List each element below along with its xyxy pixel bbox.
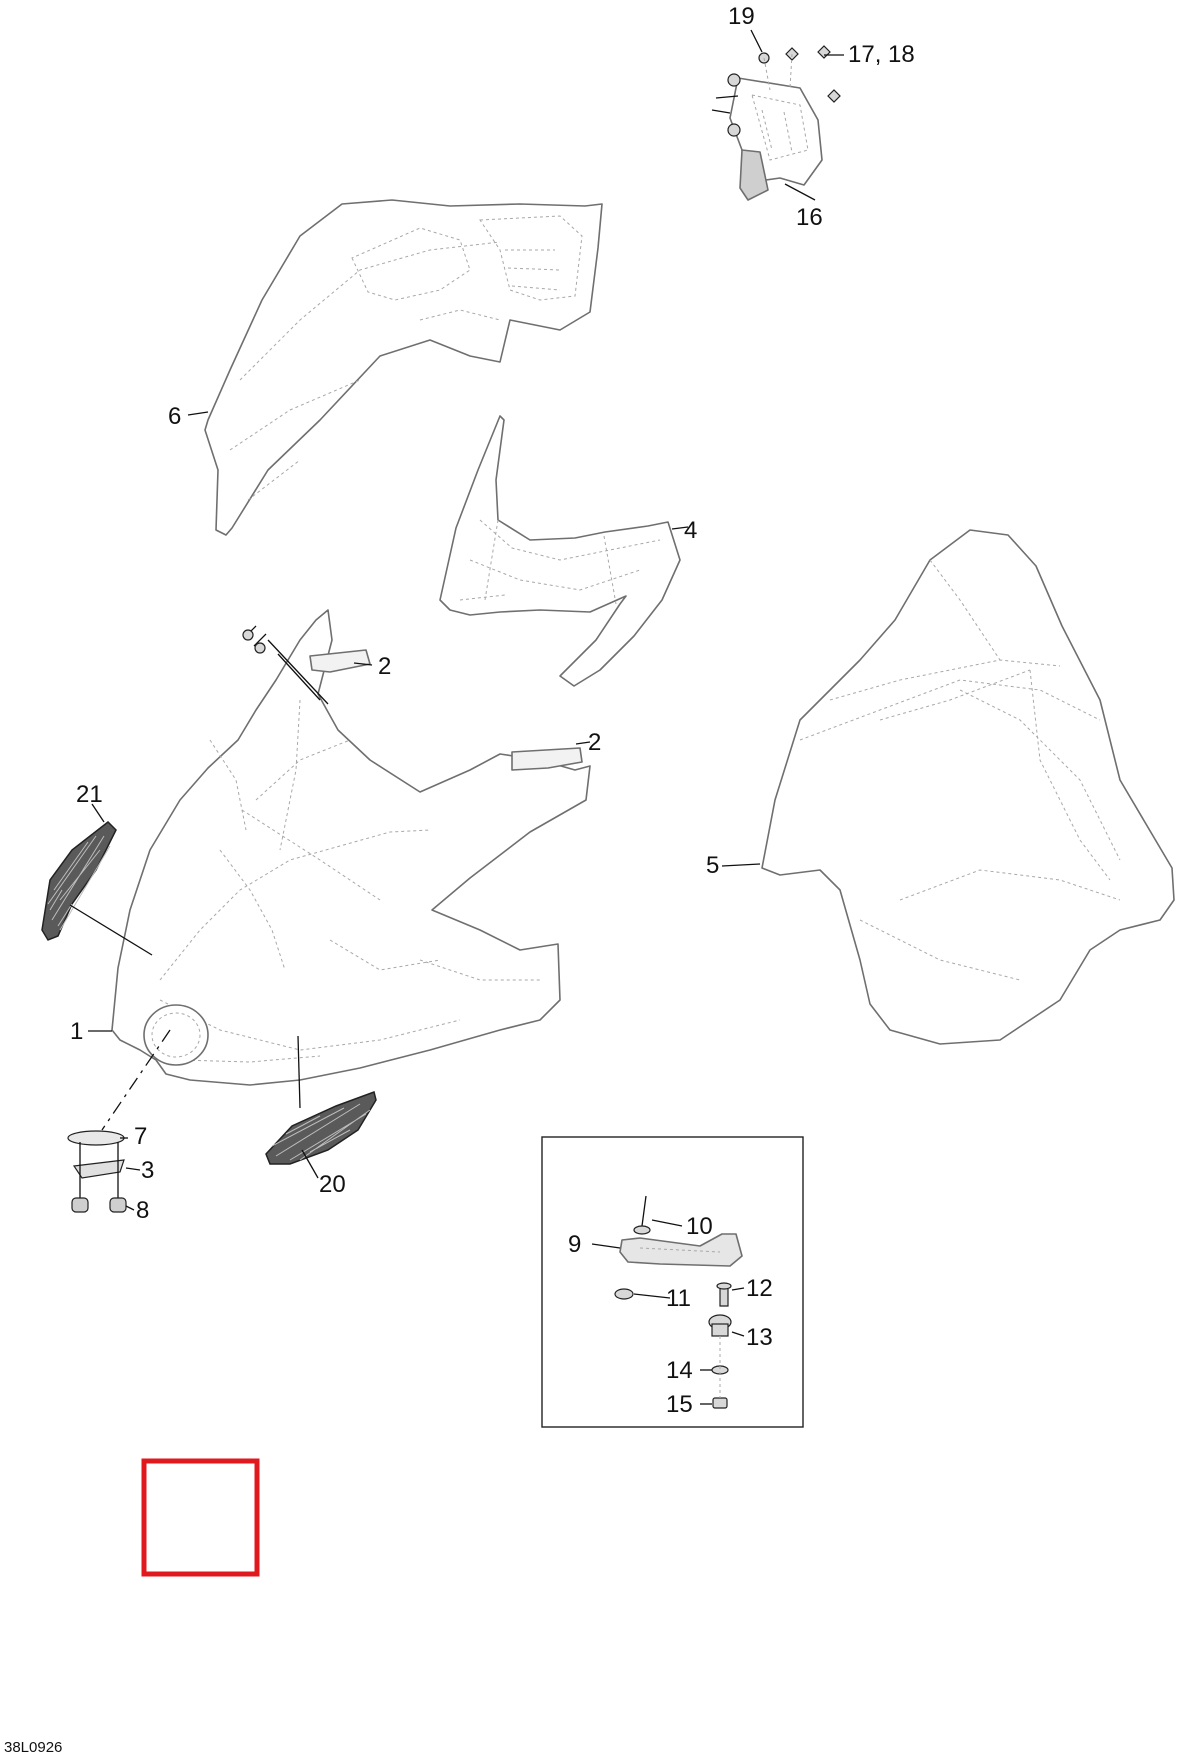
inset-hardware-part <box>614 1195 743 1409</box>
callout-2-lower: 2 <box>588 729 601 756</box>
callout-2-upper: 2 <box>378 653 391 680</box>
nose-cone-part <box>111 609 591 1086</box>
upper-hood-part <box>204 199 603 536</box>
highlight-square <box>141 1458 260 1577</box>
callout-10: 10 <box>686 1213 713 1240</box>
callout-19: 19 <box>728 3 755 30</box>
left-grille-part <box>41 821 117 941</box>
callout-7: 7 <box>134 1123 147 1150</box>
side-panel-part <box>761 529 1175 1045</box>
callout-3: 3 <box>141 1157 154 1184</box>
callout-8: 8 <box>136 1197 149 1224</box>
callout-17-18: 17, 18 <box>848 41 915 68</box>
drawing-code: 38L0926 <box>4 1739 62 1756</box>
light-assembly-part <box>711 45 841 201</box>
callout-16: 16 <box>796 204 823 231</box>
cap-plate-nuts-part <box>67 1130 127 1213</box>
callout-4: 4 <box>684 517 697 544</box>
callout-21: 21 <box>76 781 103 808</box>
callout-6: 6 <box>168 403 181 430</box>
callout-14: 14 <box>666 1357 693 1384</box>
callout-1: 1 <box>70 1018 83 1045</box>
callout-5: 5 <box>706 852 719 879</box>
callout-15: 15 <box>666 1391 693 1418</box>
detail-inset-box <box>541 1136 804 1428</box>
callout-9: 9 <box>568 1231 581 1258</box>
deflector-part <box>439 415 681 687</box>
callout-11: 11 <box>666 1285 691 1312</box>
callout-13: 13 <box>746 1324 773 1351</box>
lower-grille-part <box>265 1091 377 1165</box>
callout-20: 20 <box>319 1171 346 1198</box>
callout-12: 12 <box>746 1275 773 1302</box>
leader-lines <box>69 29 844 1405</box>
